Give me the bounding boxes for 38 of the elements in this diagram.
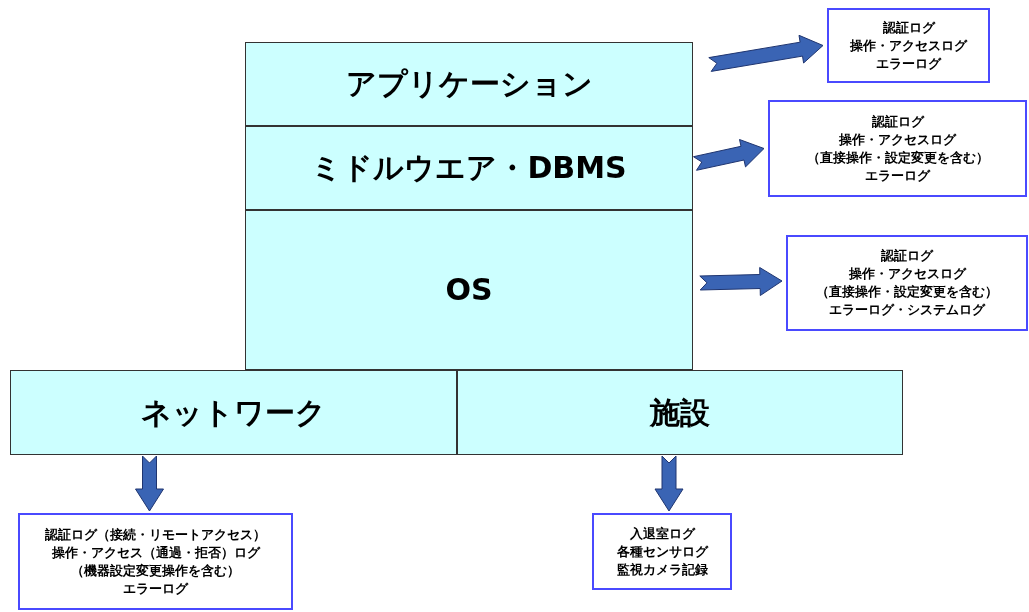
layer-label: OS	[445, 271, 493, 309]
log-item: 操作・アクセスログ	[850, 36, 967, 55]
log-box	[827, 8, 990, 83]
block-arrow	[699, 267, 783, 296]
log-box	[768, 100, 1027, 197]
log-item: 操作・アクセスログ	[839, 130, 956, 149]
log-item: （直接操作・設定変更を含む）	[816, 283, 998, 301]
log-item: 認証ログ	[882, 18, 935, 37]
block-arrow	[693, 139, 765, 171]
log-item: 各種センサログ	[616, 542, 708, 561]
log-box	[786, 235, 1028, 331]
log-item: （機器設定変更操作を含む）	[71, 561, 240, 580]
log-item: 認証ログ	[871, 112, 924, 131]
layer-box	[245, 210, 693, 370]
log-item: エラーログ・システムログ	[829, 301, 985, 319]
log-item: 入退室ログ	[629, 524, 695, 543]
log-item: 認証ログ	[881, 247, 933, 265]
log-box	[18, 513, 293, 610]
log-item: 操作・アクセスログ	[848, 265, 966, 283]
layer-label: アプリケーション	[345, 65, 593, 103]
layer-label: ミドルウエア・DBMS	[311, 149, 627, 187]
log-item: 認証ログ（接続・リモートアクセス）	[45, 525, 266, 544]
log-box	[592, 513, 732, 590]
layer-box	[457, 370, 903, 455]
log-item: エラーログ	[876, 54, 941, 73]
block-arrow	[654, 455, 684, 512]
log-item: エラーログ	[123, 579, 188, 598]
log-item: 監視カメラ記録	[616, 560, 708, 579]
log-item: エラーログ	[865, 166, 930, 185]
layer-label: 施設	[650, 393, 710, 432]
layer-label: ネットワーク	[141, 393, 326, 432]
block-arrow	[135, 455, 164, 512]
log-item: （直接操作・設定変更を含む）	[806, 148, 989, 167]
log-item: 操作・アクセス（通過・拒否）ログ	[51, 543, 260, 562]
layer-box	[10, 370, 457, 455]
layer-box	[245, 126, 693, 210]
layer-box	[245, 42, 693, 126]
block-arrow	[708, 34, 824, 72]
